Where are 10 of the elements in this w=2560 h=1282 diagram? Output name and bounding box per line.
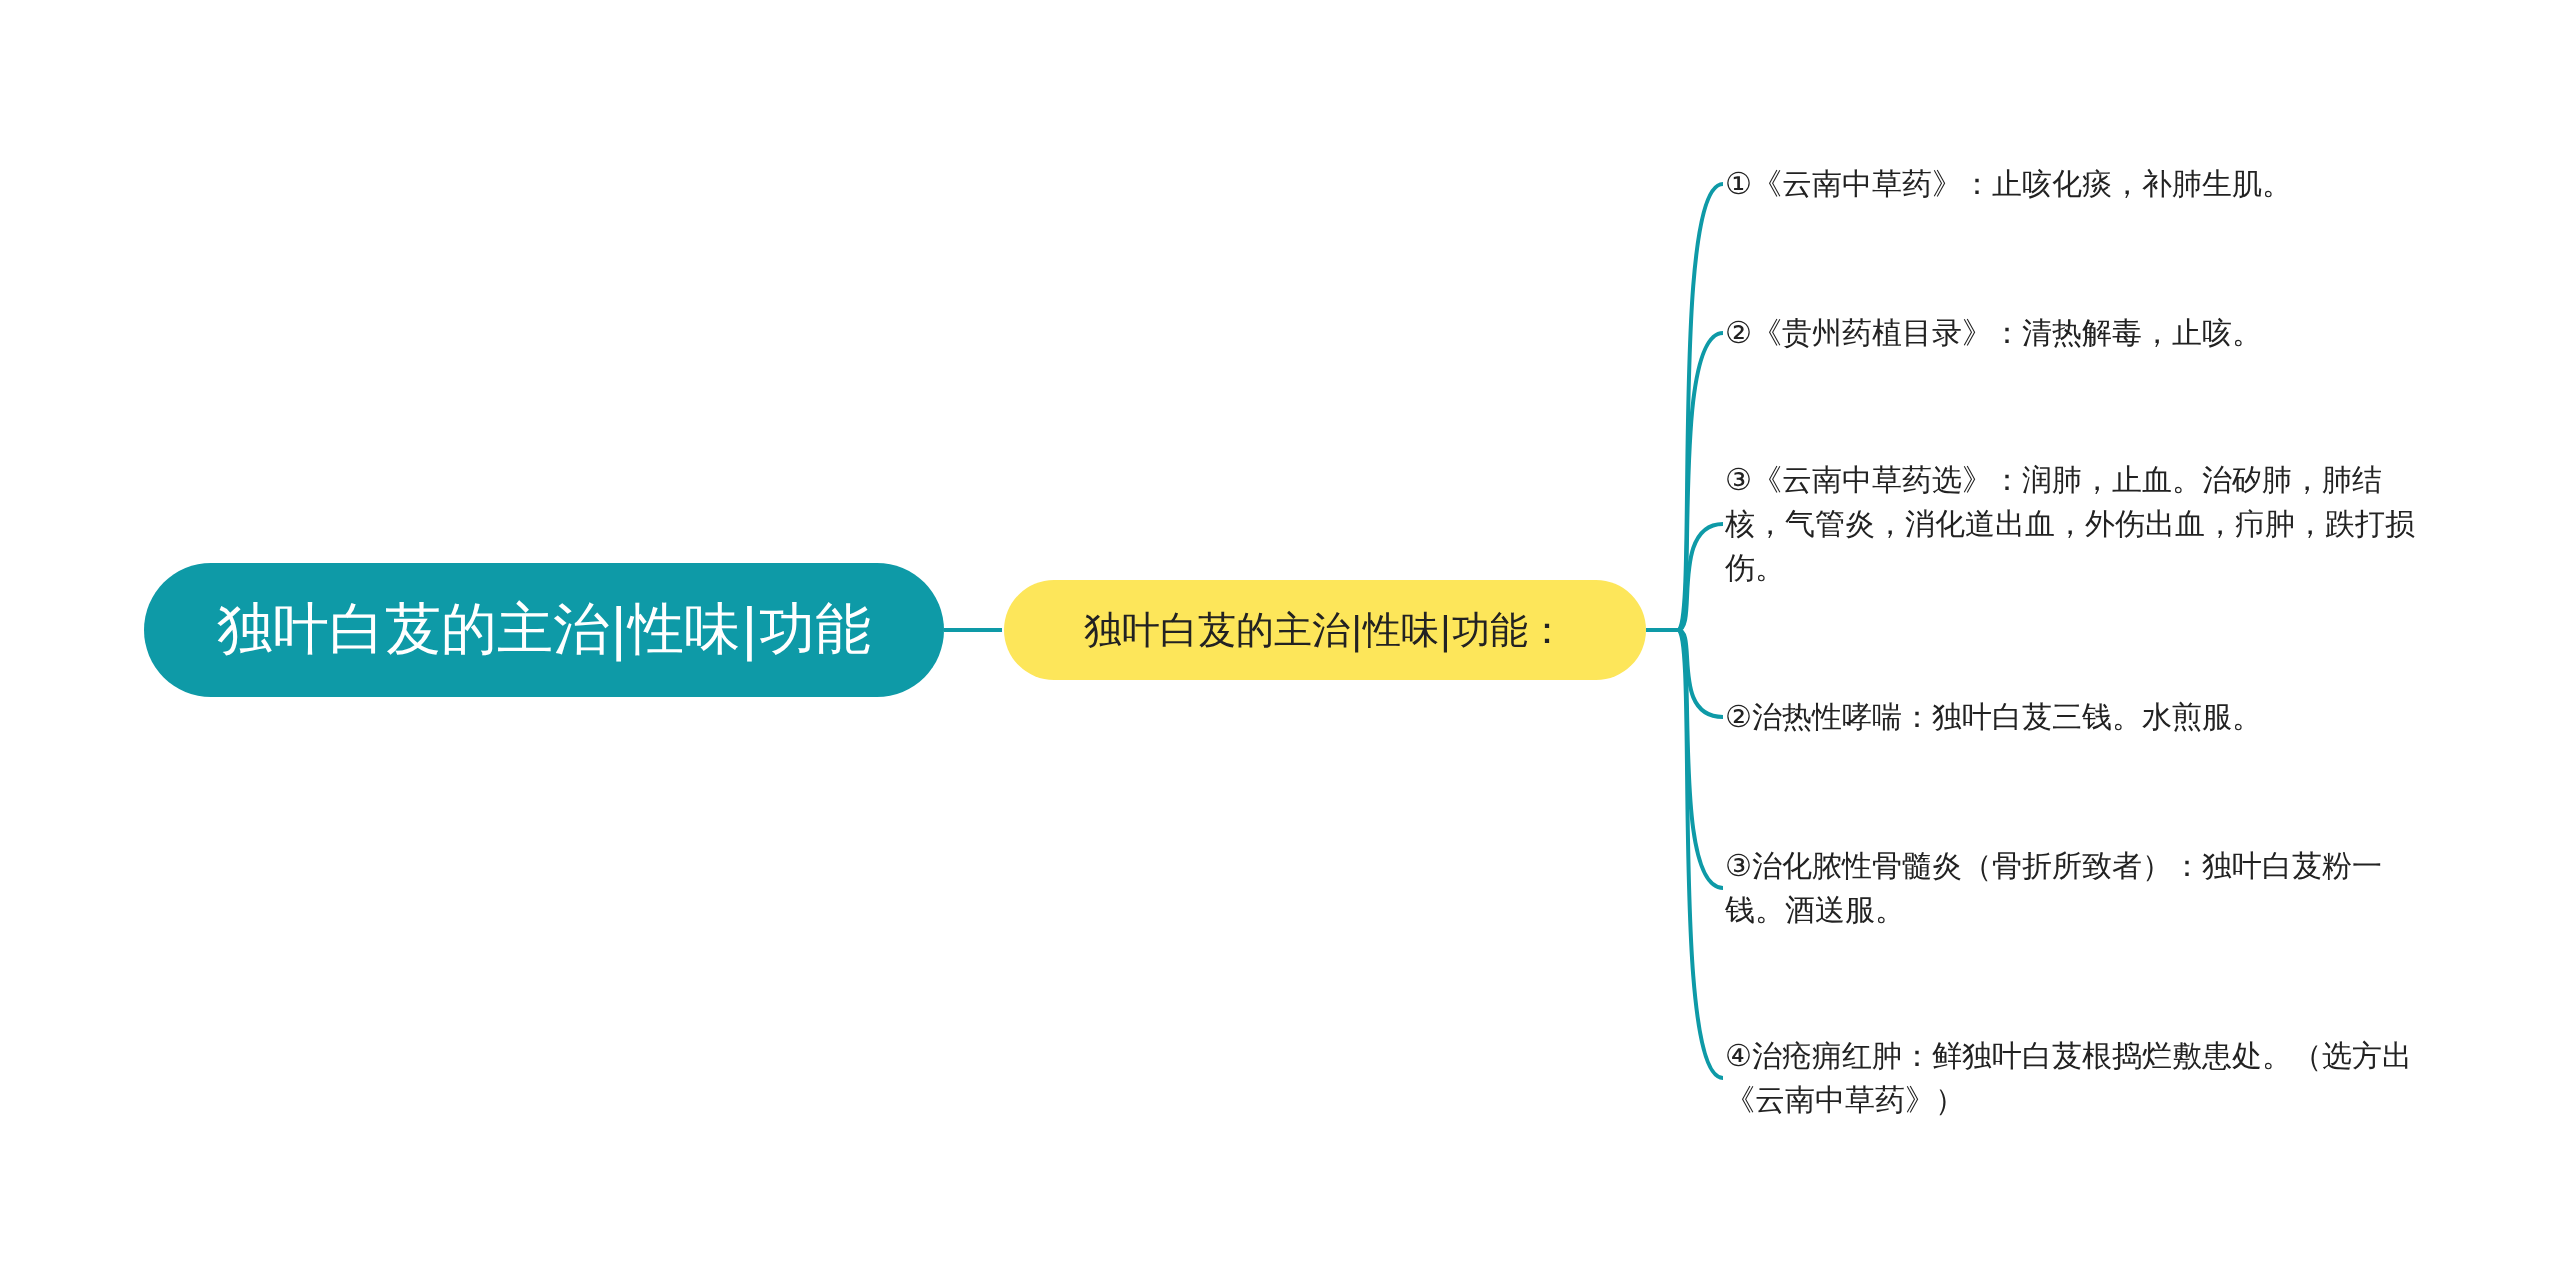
- subtopic-text: ②《贵州药植目录》：清热解毒，止咳。: [1725, 311, 2425, 355]
- subtopic-text: ④治疮痈红肿：鲜独叶白芨根捣烂敷患处。（选方出《云南中草药》）: [1725, 1034, 2425, 1122]
- connector-line: [944, 628, 1002, 632]
- subtopic-text: ①《云南中草药》：止咳化痰，补肺生肌。: [1725, 162, 2425, 206]
- topic-box: 独叶白芨的主治|性味|功能：: [1004, 580, 1646, 680]
- subtopic-text: ②治热性哮喘：独叶白芨三钱。水煎服。: [1725, 695, 2425, 739]
- connector-line: [1646, 628, 1725, 1080]
- subtopic-text: ③《云南中草药选》：润肺，止血。治矽肺，肺结核，气管炎，消化道出血，外伤出血，疖肿，跌打损伤。: [1725, 458, 2425, 590]
- subtopic-text: ③治化脓性骨髓炎（骨折所致者）：独叶白芨粉一钱。酒送服。: [1725, 844, 2425, 932]
- root-topic-box: 独叶白芨的主治|性味|功能: [144, 563, 944, 697]
